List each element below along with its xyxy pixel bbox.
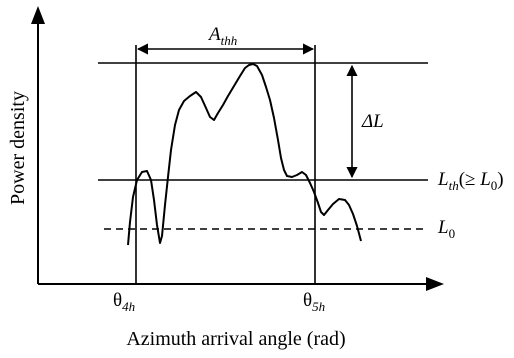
l0-label: L0 xyxy=(437,217,455,241)
theta5-tick-label: θ5h xyxy=(303,290,325,314)
athh-label: Athh xyxy=(207,24,237,48)
power-density-curve xyxy=(127,63,362,246)
y-axis-arrow-icon xyxy=(31,6,45,24)
y-axis-title: Power density xyxy=(7,91,29,205)
x-axis-arrow-icon xyxy=(426,277,444,291)
theta4-tick-label: θ4h xyxy=(113,290,135,314)
delta-l-label: ΔL xyxy=(361,111,384,132)
lth-label: Lth(≥ L0) xyxy=(437,169,504,193)
x-axis-title: Azimuth arrival angle (rad) xyxy=(126,328,345,350)
